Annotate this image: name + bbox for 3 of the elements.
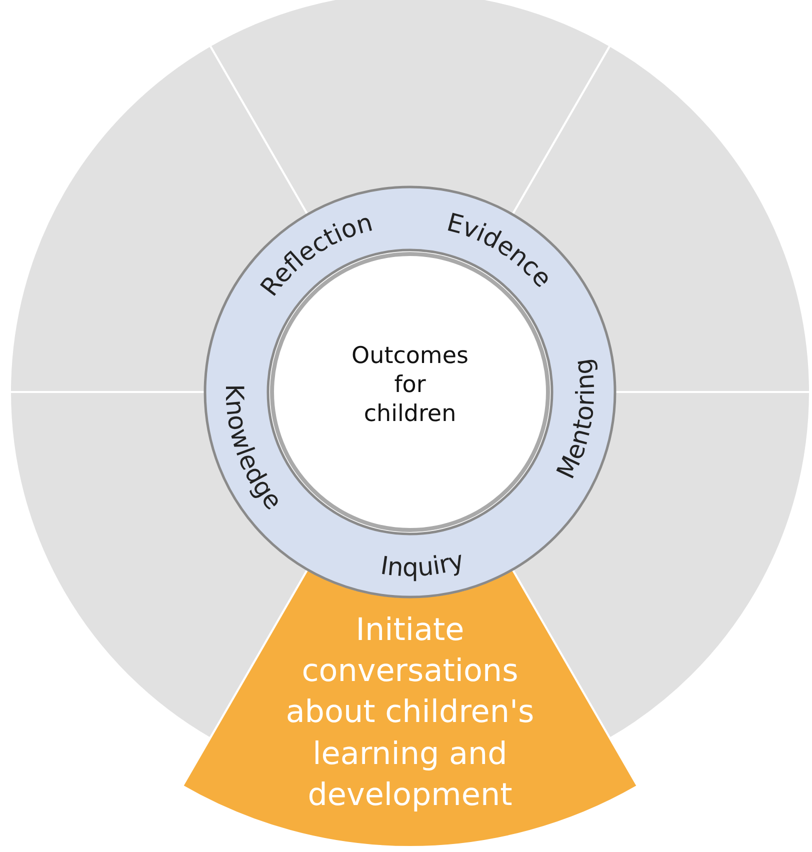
center-label: Outcomes for children	[350, 342, 470, 428]
sector-label: Initiate conversations about children's learning and development	[284, 611, 536, 815]
ring-label: Inquiry	[378, 545, 467, 582]
